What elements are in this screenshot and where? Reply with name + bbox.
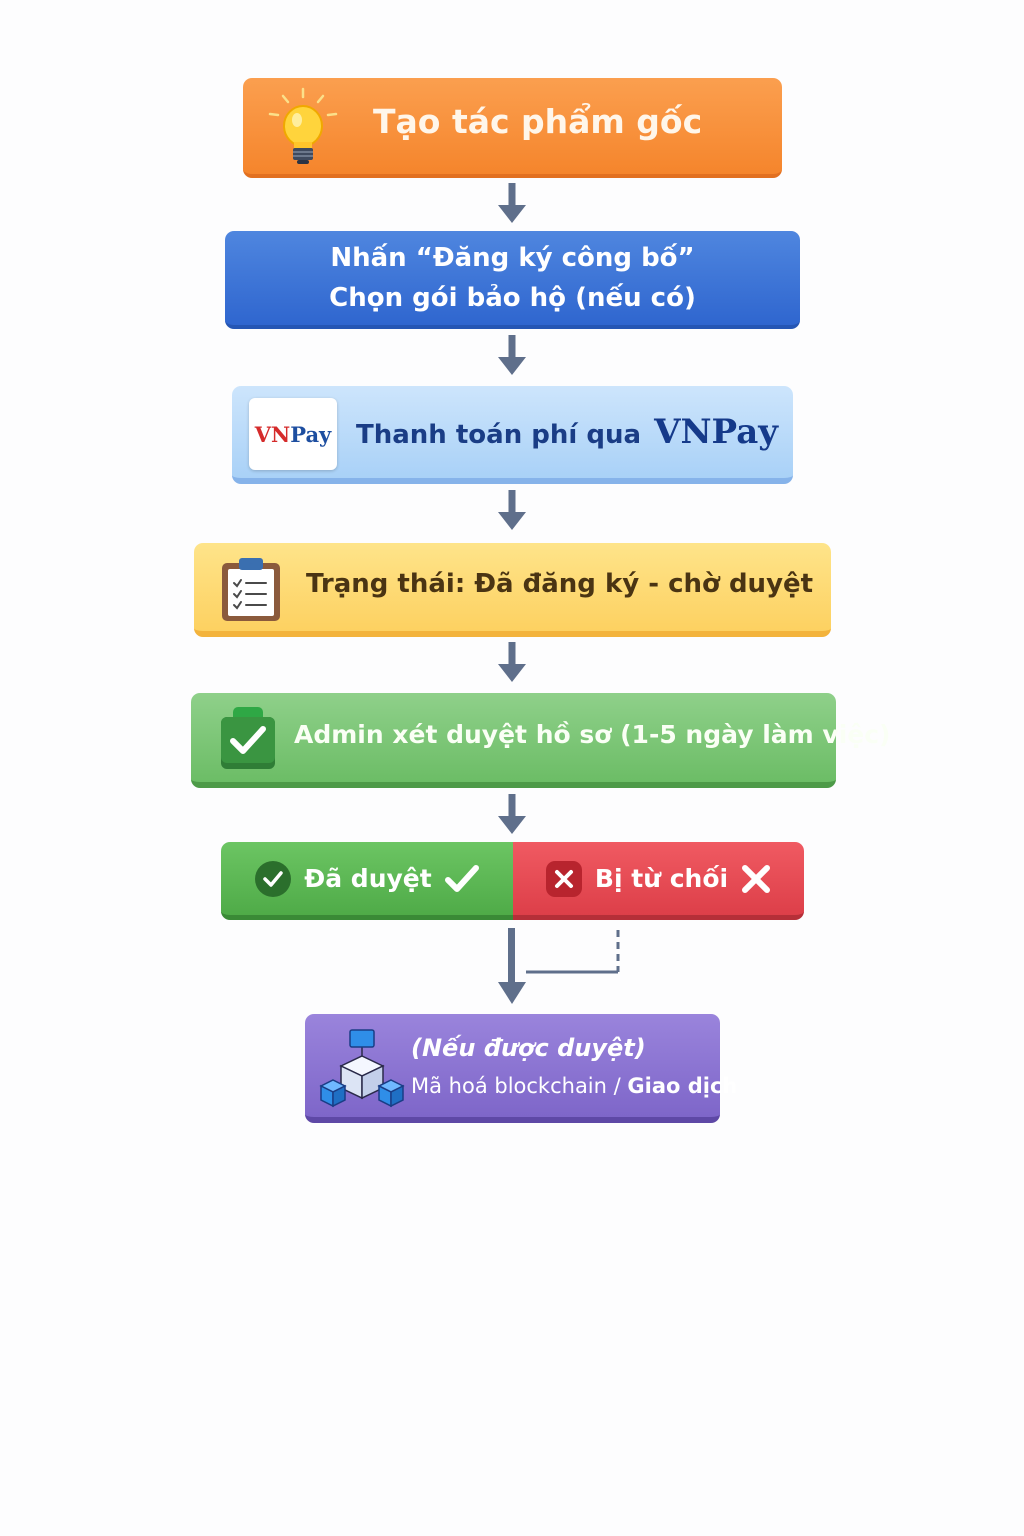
connector-arrows	[498, 928, 620, 1004]
arrow-down-icon	[498, 794, 526, 834]
step-blockchain-condition: (Nếu được duyệt)	[411, 1034, 646, 1062]
step-create-label: Tạo tác phẩm gốc	[373, 102, 703, 141]
arrow-down-icon	[498, 335, 526, 375]
arrow-down-icon	[498, 642, 526, 682]
arrow-down-icon	[498, 490, 526, 530]
blockchain-cubes-icon	[319, 1029, 405, 1108]
close-icon	[742, 864, 771, 893]
decision-rejected: Bị từ chối	[513, 842, 804, 920]
step-register-line2: Chọn gói bảo hộ (nếu có)	[329, 283, 696, 313]
step-payment-label: Thanh toán phí qua VNPay	[356, 412, 778, 452]
decision-rejected-label: Bị từ chối	[594, 864, 729, 893]
vnpay-brand-text: VNPay	[654, 412, 778, 452]
x-square-icon	[545, 860, 582, 897]
decision-approved: Đã duyệt	[221, 842, 513, 920]
arrow-down-icon	[498, 183, 526, 223]
step-register-line1: Nhấn “Đăng ký công bố”	[330, 243, 695, 273]
check-folder-icon	[221, 707, 275, 769]
step-create-original-work: Tạo tác phẩm gốc	[243, 78, 782, 178]
check-circle-icon	[255, 860, 292, 897]
step-blockchain-action: Mã hoá blockchain / Giao dịch	[411, 1074, 738, 1098]
step-status-pending: Trạng thái: Đã đăng ký - chờ duyệt	[194, 543, 831, 637]
step-blockchain: (Nếu được duyệt) Mã hoá blockchain / Gia…	[305, 1014, 737, 1123]
step-admin-review: Admin xét duyệt hồ sơ (1-5 ngày làm việc…	[191, 693, 890, 788]
decision-approved-label: Đã duyệt	[304, 864, 432, 893]
lightbulb-icon	[268, 87, 338, 164]
step-review-label: Admin xét duyệt hồ sơ (1-5 ngày làm việc…	[294, 720, 891, 749]
step-status-label: Trạng thái: Đã đăng ký - chờ duyệt	[306, 569, 814, 599]
step-register-publication: Nhấn “Đăng ký công bố” Chọn gói bảo hộ (…	[225, 231, 800, 329]
checkmark-icon	[444, 864, 479, 892]
clipboard-icon	[222, 558, 280, 621]
